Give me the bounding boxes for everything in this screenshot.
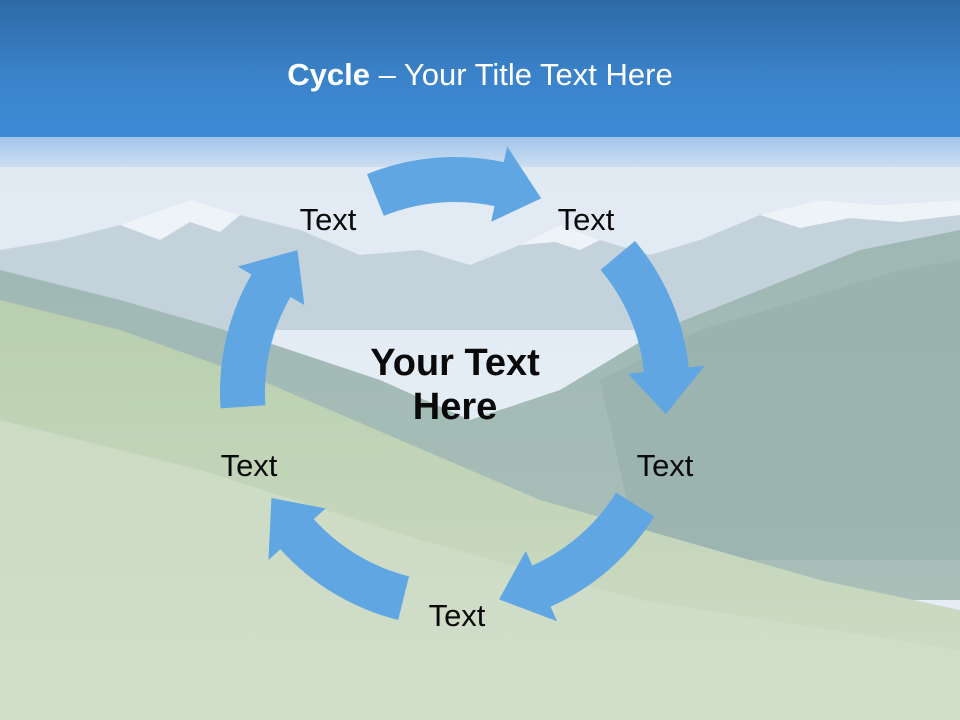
cycle-label-3[interactable]: Text bbox=[636, 448, 694, 483]
cycle-arrow-4[interactable] bbox=[268, 498, 410, 621]
cycle-arrow-3[interactable] bbox=[499, 492, 655, 622]
slide-title[interactable]: Cycle – Your Title Text Here bbox=[0, 55, 960, 95]
cycle-arrow-1[interactable] bbox=[366, 146, 542, 222]
title-bold-part: Cycle bbox=[287, 57, 370, 92]
cycle-arrows bbox=[220, 146, 705, 622]
cycle-label-5[interactable]: Text bbox=[220, 448, 278, 483]
cycle-label-2[interactable]: Text bbox=[557, 202, 615, 237]
title-rest-part: – Your Title Text Here bbox=[370, 57, 673, 92]
center-text[interactable]: Your Text Here bbox=[330, 341, 580, 429]
cycle-label-4[interactable]: Text bbox=[428, 598, 486, 633]
cycle-label-1[interactable]: Text bbox=[299, 202, 357, 237]
cycle-arrow-5[interactable] bbox=[220, 250, 305, 409]
title-bar bbox=[0, 0, 960, 137]
center-text-line-1: Your Text bbox=[370, 342, 540, 384]
center-text-line-2: Here bbox=[412, 386, 498, 428]
cycle-arrow-2[interactable] bbox=[600, 240, 705, 415]
